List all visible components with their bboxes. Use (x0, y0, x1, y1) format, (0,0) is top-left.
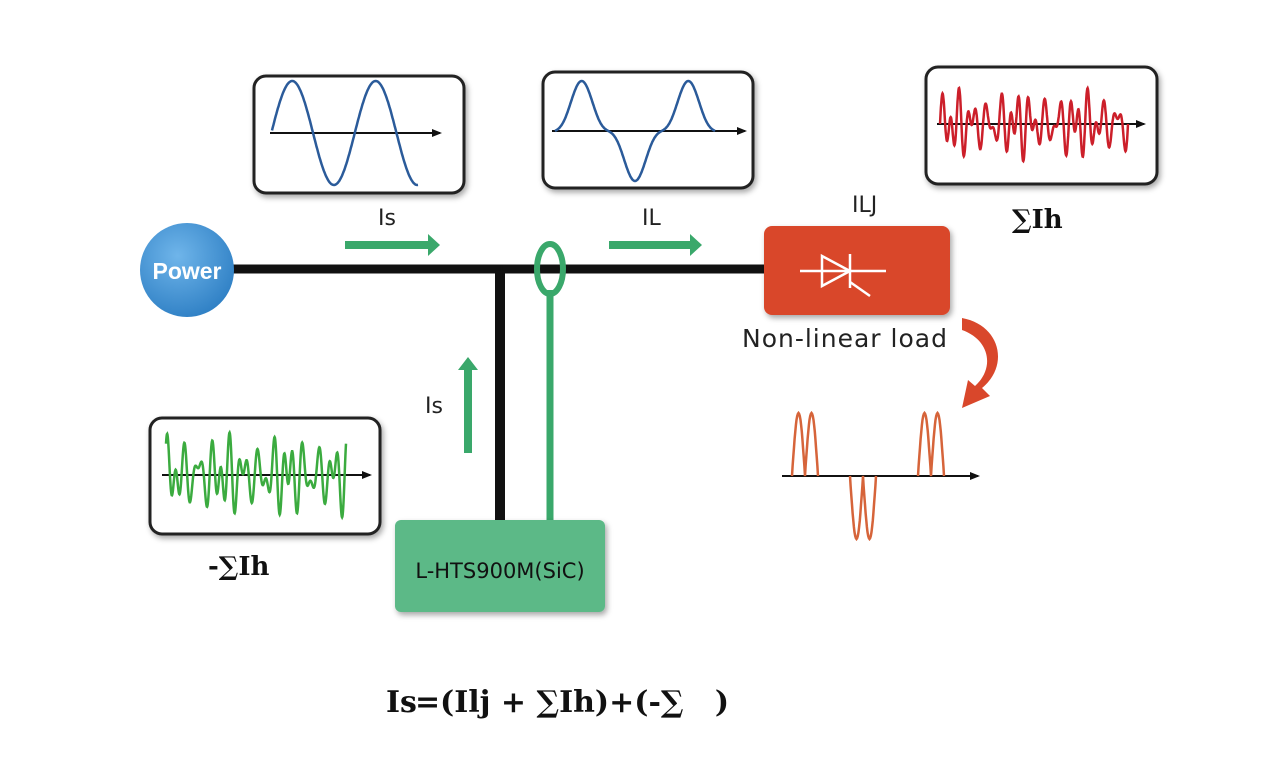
formula-lhs: Is (386, 685, 417, 720)
pulse-current-wave (790, 410, 946, 542)
harmonic-wave-panel (924, 65, 1159, 186)
load-current-curved-arrow (962, 318, 999, 408)
pulse-current-panel (782, 410, 980, 542)
current-formula: Is = (Ilj + ∑Ih)+(-∑ ) (386, 685, 729, 720)
distorted-wave-panel (541, 70, 755, 190)
junction-plus: + (493, 259, 510, 283)
compensation-wave-panel (148, 416, 382, 536)
is-vertical-arrow (458, 357, 478, 453)
active-filter-device: L-HTS900M(SiC) (395, 520, 605, 612)
formula-equals: = (415, 685, 440, 720)
sine-wave (270, 79, 419, 187)
sine-wave-panel (252, 74, 466, 195)
sum-ih-label: ∑Ih (1012, 205, 1063, 235)
is-top-label: Is (378, 206, 396, 231)
is-flow-arrow (345, 234, 440, 256)
ilj-label: ILJ (852, 193, 877, 218)
current-transformer-ring (534, 241, 566, 297)
load-label: Non-linear load (742, 324, 948, 353)
formula-rhs: (Ilj + ∑Ih)+(-∑ ) (440, 685, 729, 720)
power-source: Power (140, 223, 234, 317)
il-flow-arrow (609, 234, 702, 256)
thyristor-icon (800, 253, 886, 298)
harmonic-wave (938, 85, 1130, 164)
non-linear-load (764, 226, 950, 315)
il-label: IL (642, 206, 661, 231)
power-label: Power (152, 258, 221, 284)
device-label: L-HTS900M(SiC) (415, 559, 584, 583)
neg-sum-ih-label: -∑Ih (208, 552, 270, 582)
distorted-wave (554, 79, 716, 183)
is-vertical-label: Is (425, 394, 443, 419)
compensation-wave (164, 429, 348, 521)
